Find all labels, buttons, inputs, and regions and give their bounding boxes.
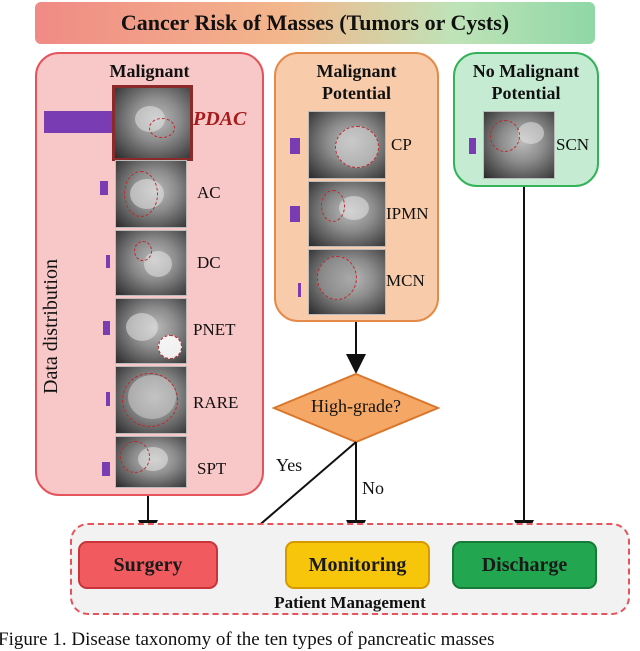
pnet-scan [115,298,187,364]
malignant-potential-title: Malignant Potential [316,61,397,103]
dc-scan [115,230,187,296]
ac-bar [100,181,108,195]
discharge-box: Discharge [452,541,597,589]
ipmn-bar [290,206,300,222]
cp-label: CP [391,135,412,154]
rare-scan [115,366,187,434]
rare-bar [106,392,110,406]
mcn-scan [308,249,386,315]
pdac-label: PDAC [193,108,247,130]
surgery-label: Surgery [113,553,183,576]
spt-bar [102,462,110,476]
mcn-bar [298,283,301,297]
ac-scan [115,160,187,228]
monitoring-label: Monitoring [308,553,407,576]
pnet-bar [103,321,110,335]
mcn-label: MCN [386,271,425,290]
ac-label: AC [197,183,221,202]
diagram-title: Cancer Risk of Masses (Tumors or Cysts) [120,10,510,35]
scn-scan [483,111,555,179]
ipmn-label: IPMN [386,204,429,223]
discharge-label: Discharge [481,553,568,576]
figure-caption: Figure 1. Disease taxonomy of the ten ty… [0,629,495,650]
pnet-label: PNET [193,320,236,339]
no-label: No [362,478,384,498]
pdac-bar [44,111,112,133]
monitoring-box: Monitoring [285,541,430,589]
cp-scan [308,111,386,179]
spt-label: SPT [197,459,227,478]
no-malignant-potential-title: No Malignant Potential [472,61,580,103]
cp-bar [290,138,300,154]
dc-label: DC [197,253,221,272]
decision-label: High-grade? [311,396,401,416]
scn-label: SCN [556,135,590,154]
spt-scan [115,436,187,488]
rare-label: RARE [193,393,239,412]
pdac-scan [112,85,193,161]
malignant-title: Malignant [109,61,190,81]
dc-bar [106,255,110,268]
yes-label: Yes [276,455,303,475]
ipmn-scan [308,181,386,247]
surgery-box: Surgery [78,541,218,589]
patient-management-label: Patient Management [274,593,426,612]
scn-bar [469,138,476,154]
title-banner: Cancer Risk of Masses (Tumors or Cysts) [35,2,595,44]
